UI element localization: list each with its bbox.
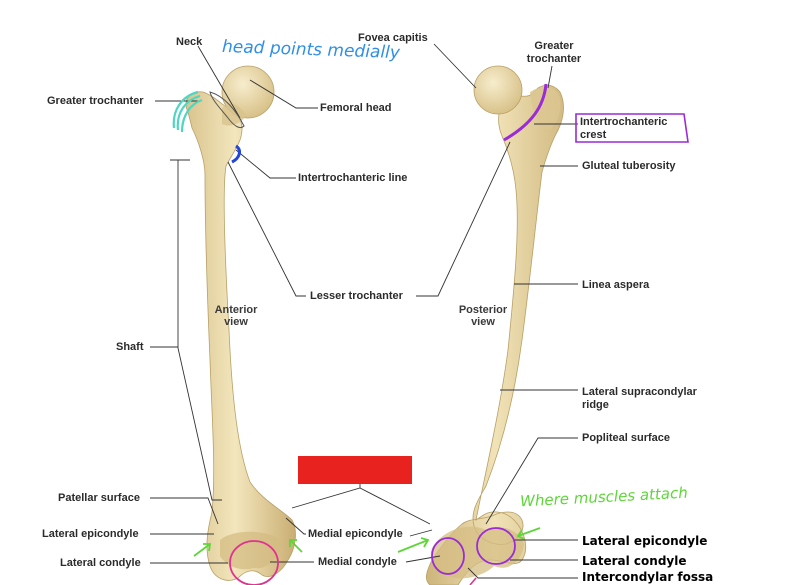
green-arrow-left-post (397, 537, 430, 553)
label-femoral-head: Femoral head (320, 102, 392, 114)
leader-intercondylar-fossa (467, 567, 578, 579)
label-lateral-supracondylar-ridge: Lateral supracondylar ridge (582, 386, 697, 411)
leader-lines (150, 43, 578, 579)
label-greater-trochanter-anterior: Greater trochanter (47, 95, 144, 107)
leader-greater-trochanter-post (547, 65, 553, 89)
anterior-femur (185, 65, 296, 581)
label-neck: Neck (176, 36, 203, 48)
leader-fovea-capitis (433, 43, 477, 89)
leader-lesser-trochanter-post (416, 141, 511, 297)
leader-medial-epicondyle-post (409, 529, 433, 537)
leader-intertrochanteric-line (235, 149, 296, 179)
hidden-label-box (298, 456, 412, 484)
magenta-condyle-circle (229, 540, 279, 585)
green-arrow-left-ant (193, 543, 212, 557)
label-lateral-condyle-anterior: Lateral condyle (60, 557, 141, 569)
label-anterior-view: Anterior view (214, 304, 258, 328)
posterior-trochanter-shading (530, 87, 561, 130)
highlight-marks (172, 83, 689, 585)
label-shaft: Shaft (116, 341, 144, 353)
purple-intertrochanteric-crest-mark (503, 83, 548, 142)
label-lateral-epicondyle-posterior: Lateral epicondyle (582, 534, 708, 548)
leader-popliteal-surface (485, 437, 578, 525)
anterior-condyle-shading (220, 531, 282, 570)
label-lesser-trochanter: Lesser trochanter (310, 290, 403, 302)
purple-condyle-circle-left (431, 537, 465, 575)
purple-condyle-circle-right (476, 527, 516, 565)
label-intercondylar-fossa: Intercondylar fossa (582, 570, 714, 584)
magenta-tick-mark (469, 577, 477, 585)
leader-femoral-head (249, 79, 318, 109)
posterior-femur-body (426, 84, 564, 585)
leader-red-box (291, 487, 431, 525)
green-arrows (193, 527, 541, 557)
teal-greater-trochanter-mark (172, 90, 203, 133)
purple-crest-label-box (575, 113, 689, 143)
label-fovea-capitis: Fovea capitis (358, 32, 428, 44)
label-popliteal-surface: Popliteal surface (582, 432, 671, 444)
green-arrow-right-ant (289, 539, 303, 553)
label-gluteal-tuberosity: Gluteal tuberosity (582, 160, 676, 172)
label-posterior-view: Posterior view (458, 304, 508, 328)
green-arrow-right-post (516, 527, 541, 540)
label-linea-aspera: Linea aspera (582, 279, 650, 291)
label-greater-trochanter-posterior: Greater trochanter (526, 40, 582, 65)
posterior-femoral-head (473, 65, 523, 115)
label-medial-epicondyle: Medial epicondyle (308, 528, 403, 540)
anterior-neck-shading (222, 103, 246, 126)
anterior-femur-body (185, 91, 296, 581)
label-lateral-epicondyle-anterior: Lateral epicondyle (42, 528, 139, 540)
leader-patellar-surface (150, 497, 219, 525)
label-patellar-surface: Patellar surface (58, 492, 140, 504)
label-medial-condyle: Medial condyle (318, 556, 397, 568)
leader-medial-epicondyle (285, 517, 306, 535)
label-intertrochanteric-crest: Intertrochanteric crest (580, 116, 668, 141)
neck-outline-mark (209, 91, 245, 129)
label-intertrochanteric-line: Intertrochanteric line (298, 172, 408, 184)
leader-lesser-trochanter-ant (227, 161, 306, 297)
leader-medial-condyle-post (405, 555, 441, 563)
leader-shaft-bracket-bottom (177, 347, 222, 501)
label-lateral-condyle-posterior: Lateral condyle (582, 554, 687, 568)
leader-neck (197, 45, 241, 119)
blue-intertrochanteric-mark (231, 144, 241, 164)
